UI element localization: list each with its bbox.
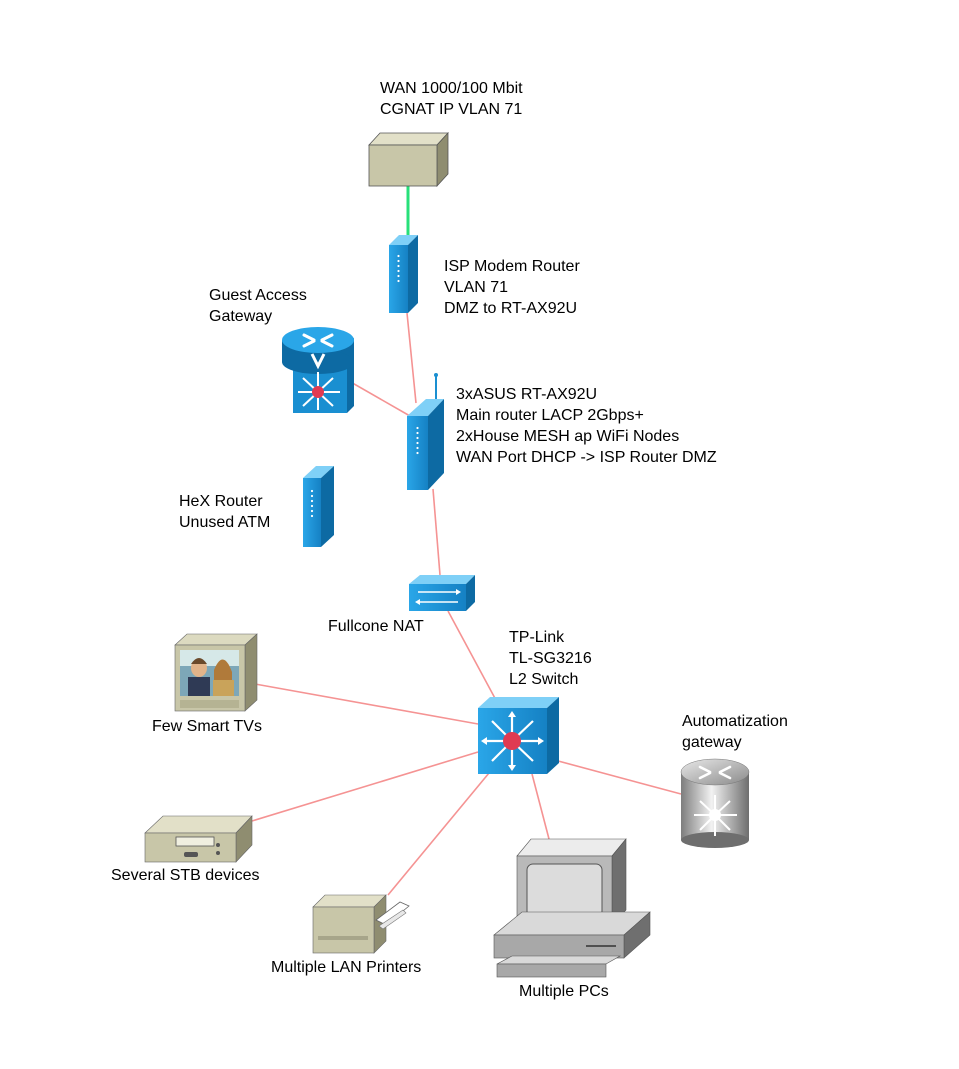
isp-label-line-1: ISP Modem Router: [444, 258, 580, 275]
guest-label: Guest Access Gateway: [209, 285, 307, 327]
modem-router-icon: [389, 235, 418, 313]
wan-label-line-2: CGNAT IP VLAN 71: [380, 101, 523, 118]
guest-label-line-1: Guest Access: [209, 287, 307, 304]
set-top-box-icon: [144, 815, 253, 863]
wan-label-line-1: WAN 1000/100 Mbit: [380, 80, 523, 97]
desktop-pc-icon: [493, 838, 651, 978]
printers-label: Multiple LAN Printers: [271, 957, 421, 978]
link-switch-stb: [251, 751, 479, 822]
nat-label: Fullcone NAT: [328, 616, 424, 637]
link-switch-tv: [254, 683, 479, 725]
guest-label-line-2: Gateway: [209, 308, 273, 325]
link-isp-asus: [406, 312, 417, 404]
link-switch-auto: [546, 757, 682, 795]
wan-label: WAN 1000/100 Mbit CGNAT IP VLAN 71: [380, 78, 523, 120]
switch-label-line-3: L2 Switch: [509, 671, 579, 688]
hex-label: HeX Router Unused ATM: [179, 491, 270, 533]
nat-label-line-1: Fullcone NAT: [328, 618, 424, 635]
switch-label: TP-Link TL-SG3216 L2 Switch: [509, 627, 592, 690]
printers-label-line-1: Multiple LAN Printers: [271, 959, 422, 976]
switch-label-line-2: TL-SG3216: [509, 650, 592, 667]
auto-label-line-2: gateway: [682, 734, 742, 751]
pcs-label: Multiple PCs: [519, 981, 609, 1002]
stb-label-line-1: Several STB devices: [111, 867, 260, 884]
links-layer: [251, 186, 682, 896]
wireless-router-icon: [407, 373, 444, 490]
auto-label-line-1: Automatization: [682, 713, 788, 730]
router-icon: [303, 466, 334, 547]
asus-label-line-4: WAN Port DHCP -> ISP Router DMZ: [456, 449, 717, 466]
asus-label: 3xASUS RT-AX92U Main router LACP 2Gbps+ …: [456, 384, 717, 468]
isp-label-line-2: VLAN 71: [444, 279, 509, 296]
stb-label: Several STB devices: [111, 865, 260, 886]
asus-label-line-3: 2xHouse MESH ap WiFi Nodes: [456, 428, 680, 445]
pcs-label-line-1: Multiple PCs: [519, 983, 609, 1000]
nat-switch-icon: [409, 575, 475, 611]
link-nat-switch: [447, 610, 498, 703]
printer-icon: [312, 894, 410, 954]
hex-label-line-1: HeX Router: [179, 493, 263, 510]
layer3-switch-icon: [478, 697, 559, 774]
link-guest-asus: [348, 380, 411, 417]
asus-label-line-2: Main router LACP 2Gbps+: [456, 407, 644, 424]
hex-label-line-2: Unused ATM: [179, 514, 271, 531]
layer3-router-icon: [282, 327, 354, 413]
tv-label: Few Smart TVs: [152, 716, 262, 737]
cloud-box-icon: [368, 131, 449, 188]
isp-label-line-3: DMZ to RT-AX92U: [444, 300, 578, 317]
link-asus-nat: [432, 488, 441, 576]
auto-label: Automatization gateway: [682, 711, 788, 753]
tv-label-line-1: Few Smart TVs: [152, 718, 262, 735]
link-switch-pcs: [531, 773, 550, 840]
switch-label-line-1: TP-Link: [509, 629, 565, 646]
isp-label: ISP Modem Router VLAN 71 DMZ to RT-AX92U: [444, 256, 580, 319]
gateway-router-icon: [680, 758, 750, 848]
asus-label-line-1: 3xASUS RT-AX92U: [456, 386, 598, 403]
smart-tv-icon: [174, 633, 258, 712]
link-switch-printers: [387, 772, 490, 896]
